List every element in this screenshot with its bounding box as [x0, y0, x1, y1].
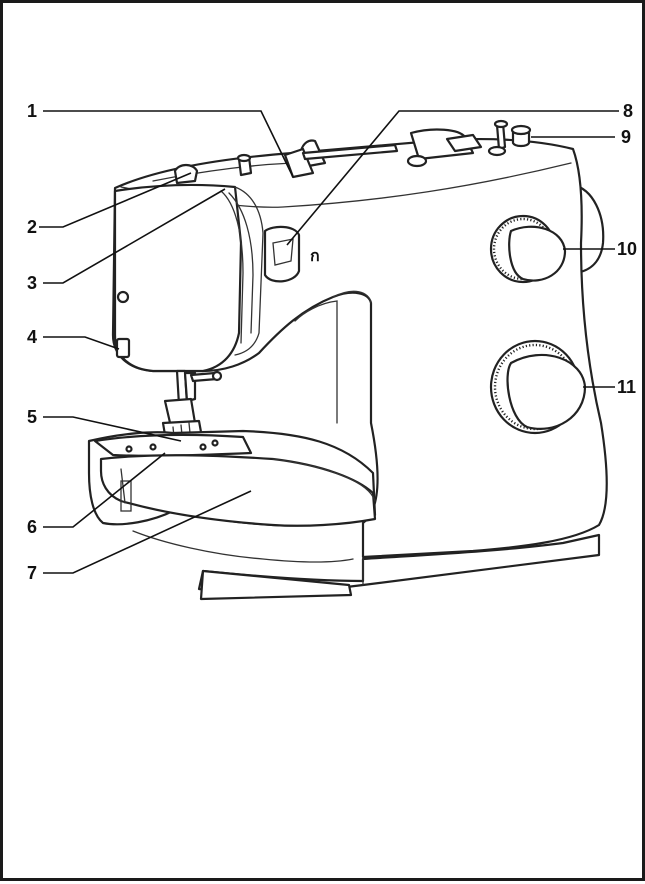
callout-10: 10	[617, 239, 637, 259]
reverse-button	[115, 337, 131, 359]
callout-leaders	[39, 110, 619, 574]
thread-path-symbol: ก	[310, 248, 320, 265]
callout-6: 6	[27, 517, 37, 537]
leader-line-3	[43, 188, 226, 284]
callout-labels: 1 2 3 4 5 6 7 8 9 10 11	[27, 101, 637, 583]
pattern-selector-dial	[489, 339, 587, 435]
callout-1: 1	[27, 101, 37, 121]
callout-5: 5	[27, 407, 37, 427]
face-plate	[113, 183, 243, 373]
leader-line-5	[43, 416, 182, 442]
stitch-length-dial	[489, 214, 567, 284]
sewing-machine-illustration: ก	[87, 119, 608, 601]
leader-line-6	[43, 452, 166, 528]
callout-9: 9	[621, 127, 631, 147]
leader-line-2	[39, 172, 192, 228]
callout-7: 7	[27, 563, 37, 583]
callout-8: 8	[623, 101, 633, 121]
thread-guide-slot	[263, 225, 301, 283]
leader-line-7	[43, 490, 252, 574]
leader-line-8	[286, 110, 619, 246]
callout-11: 11	[617, 377, 636, 397]
callout-2: 2	[27, 217, 37, 237]
leader-line-4	[43, 336, 120, 350]
callout-3: 3	[27, 273, 37, 293]
needle-plate	[93, 433, 253, 457]
sewing-machine-diagram: ก	[27, 101, 637, 601]
callout-4: 4	[27, 327, 37, 347]
leader-line-1	[43, 110, 294, 178]
spool-pin	[301, 143, 399, 161]
